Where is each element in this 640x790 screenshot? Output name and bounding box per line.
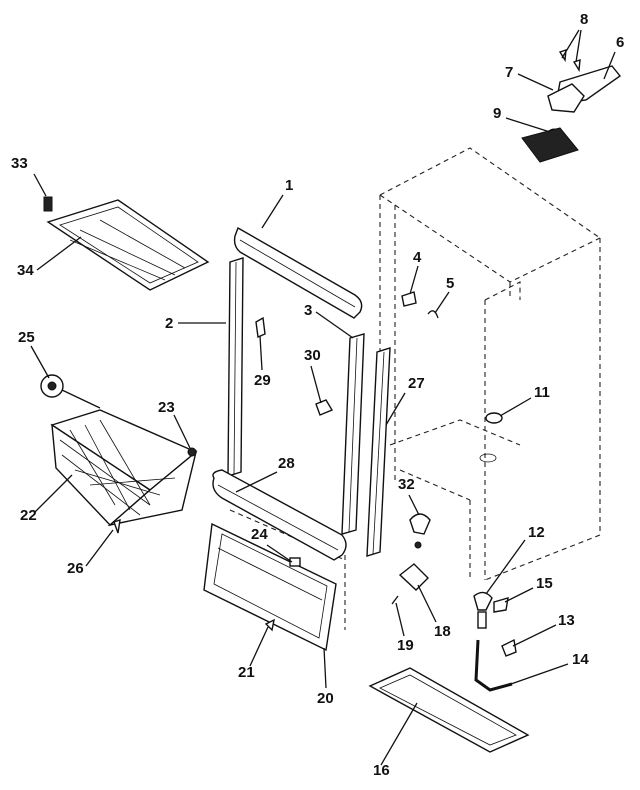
callout-label-22: 22: [20, 507, 37, 524]
callout-label-16: 16: [373, 762, 390, 779]
callout-label-26: 26: [67, 560, 84, 577]
callout-label-28: 28: [278, 455, 295, 472]
leader-line-9: [505, 117, 551, 133]
callout-label-34: 34: [17, 262, 34, 279]
leader-line-13: [512, 624, 557, 647]
knob-part-25: [40, 374, 101, 409]
callout-label-25: 25: [18, 329, 35, 346]
callout-label-23: 23: [158, 399, 175, 416]
callout-label-14: 14: [572, 651, 589, 668]
callout-labels: 1234567891112131415161819202122232425262…: [11, 11, 624, 779]
callout-label-32: 32: [398, 476, 415, 493]
leader-line-6: [603, 51, 616, 80]
callout-label-19: 19: [397, 637, 414, 654]
stop-part-23: [187, 447, 197, 457]
latch-part-32: [409, 513, 431, 549]
leader-line-26: [85, 529, 114, 567]
clip-part-24: [289, 557, 301, 567]
callout-label-3: 3: [304, 302, 312, 319]
leader-line-21: [249, 626, 269, 667]
leader-line-8b: [575, 29, 582, 63]
callout-label-33: 33: [11, 155, 28, 172]
leader-line-30: [310, 365, 322, 404]
screw-part-26: [113, 518, 121, 534]
leader-line-27: [385, 392, 406, 426]
callout-label-21: 21: [238, 664, 255, 681]
callout-label-5: 5: [446, 275, 454, 292]
callout-label-12: 12: [528, 524, 545, 541]
drain-part-12: [473, 591, 493, 629]
leader-line-25: [30, 345, 50, 379]
callout-label-7: 7: [505, 64, 513, 81]
leader-line-14: [510, 663, 569, 685]
callout-label-24: 24: [251, 526, 268, 543]
leader-line-11: [499, 397, 532, 417]
callout-leader-lines: [30, 29, 616, 766]
leader-line-3: [315, 311, 354, 339]
callout-label-8: 8: [580, 11, 588, 28]
spring-part-5: [427, 310, 439, 319]
leader-line-24: [266, 544, 293, 563]
callout-label-1: 1: [285, 177, 293, 194]
leader-line-15: [504, 587, 534, 603]
callout-label-2: 2: [165, 315, 173, 332]
screw-part-8b: [572, 58, 581, 73]
right-gasket-part-3: [341, 333, 365, 535]
leader-line-20: [323, 647, 327, 689]
leader-line-4: [409, 265, 419, 295]
callout-label-4: 4: [413, 249, 422, 266]
plug-part-11: [479, 412, 503, 463]
tube-part-14: [474, 639, 513, 692]
hinge-part-7: [547, 83, 585, 113]
leader-line-7: [517, 73, 554, 91]
shelf-part-34: [46, 199, 210, 291]
top-gasket-part-1: [233, 226, 363, 319]
part-18: [398, 563, 429, 591]
leader-line-12: [485, 539, 526, 595]
bottom-gasket-part-28: [212, 469, 347, 561]
leader-line-19: [395, 602, 405, 637]
callout-label-9: 9: [493, 105, 501, 122]
callout-label-20: 20: [317, 690, 334, 707]
screw-part-33: [43, 196, 53, 212]
breaker-strip-part-27: [366, 347, 391, 557]
leader-line-5: [434, 291, 450, 314]
leader-line-1: [261, 194, 284, 229]
screw-part-21: [264, 618, 275, 632]
leader-line-23: [173, 414, 191, 449]
left-gasket-part-2: [227, 257, 244, 477]
leader-line-8: [561, 29, 580, 59]
leader-line-34: [36, 236, 82, 271]
part-15: [493, 597, 509, 613]
callout-label-27: 27: [408, 375, 425, 392]
drain-pan-part-16: [368, 667, 530, 753]
leader-line-18: [417, 584, 437, 623]
screw-part-8a: [558, 48, 567, 63]
clip-part-29: [255, 316, 266, 339]
callout-label-29: 29: [254, 372, 271, 389]
bracket-part-30: [315, 399, 334, 416]
callout-label-13: 13: [558, 612, 575, 629]
leader-line-33: [33, 173, 47, 197]
leader-line-29: [259, 335, 263, 371]
callout-label-11: 11: [534, 384, 550, 401]
callout-label-18: 18: [434, 623, 451, 640]
leader-line-16: [380, 702, 418, 766]
hinge-assembly: [521, 48, 622, 163]
basket-part-22: [50, 409, 198, 527]
leader-line-22: [33, 474, 73, 514]
callout-label-6: 6: [616, 34, 624, 51]
part-19: [391, 595, 399, 605]
callout-label-15: 15: [536, 575, 553, 592]
leader-line-32: [408, 494, 420, 516]
bracket-part-4: [401, 291, 417, 307]
part-13: [501, 638, 517, 657]
callout-label-30: 30: [304, 347, 321, 364]
leader-line-28: [235, 471, 278, 493]
